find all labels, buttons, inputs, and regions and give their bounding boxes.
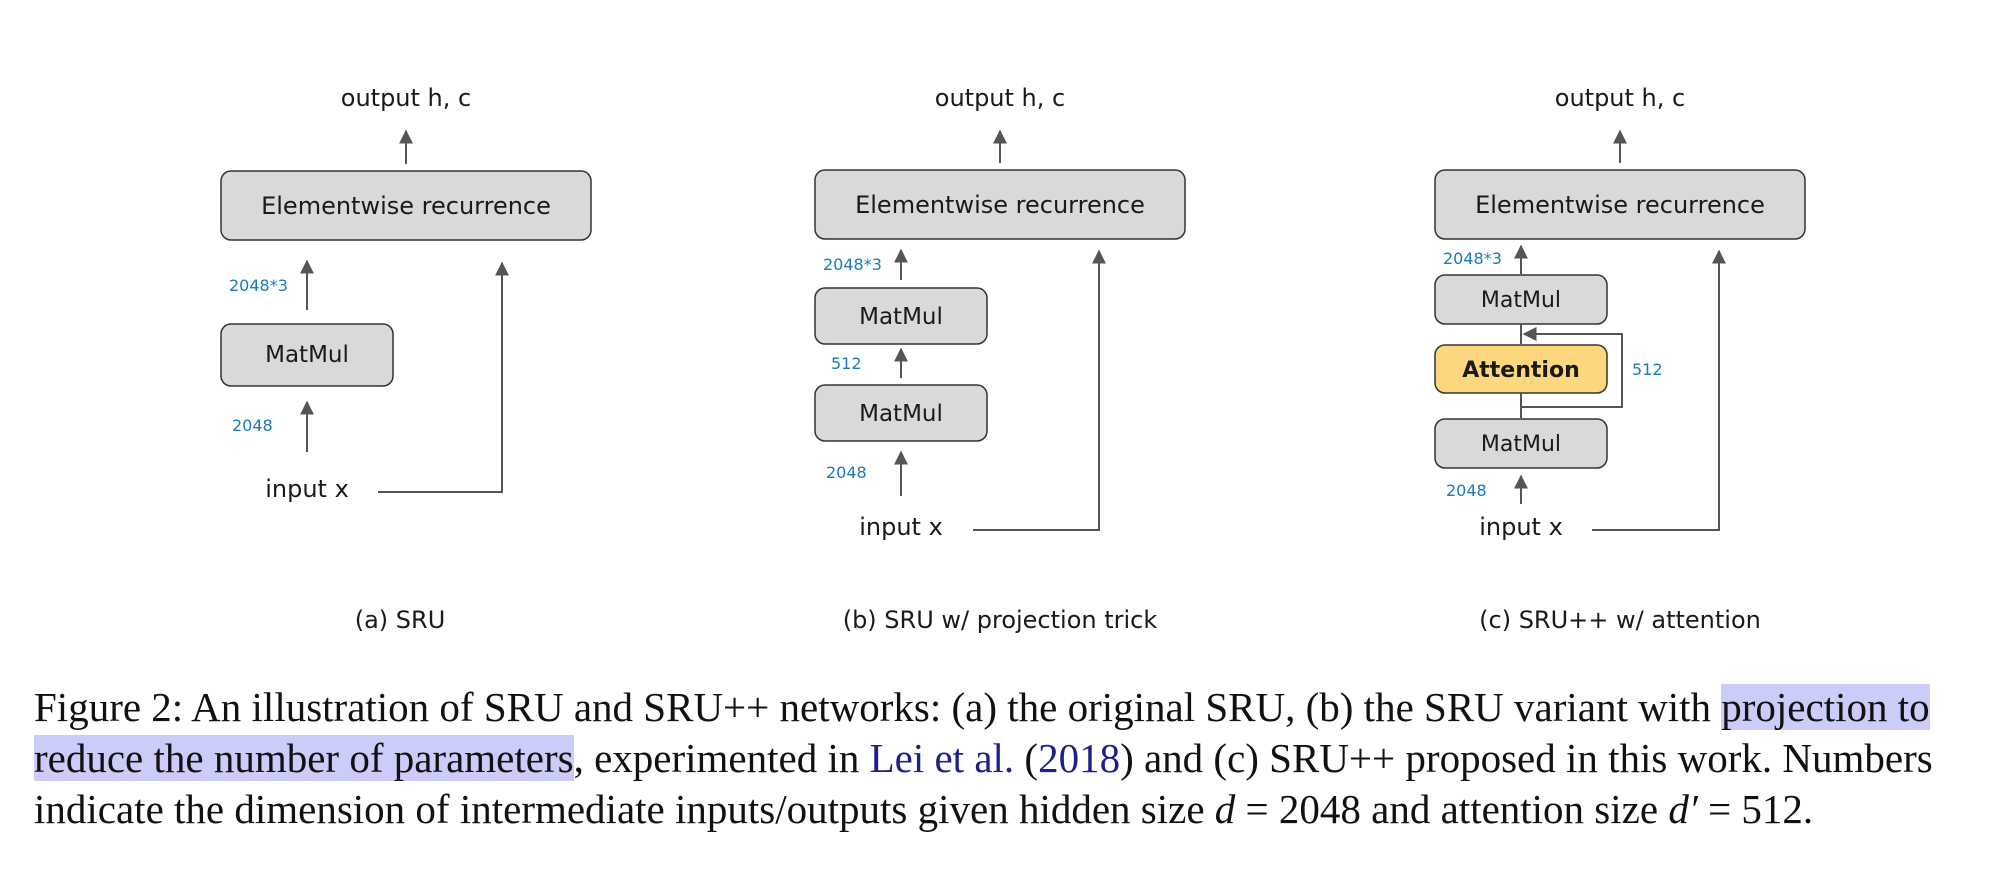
panel-c-matmul-bottom-box bbox=[1434, 418, 1608, 469]
panel-b-recurrence-label: Elementwise recurrence bbox=[855, 191, 1145, 219]
figure-diagram: output h, c Elementwise recurrence 2048*… bbox=[220, 84, 1806, 634]
math-d-symbol: d bbox=[1214, 786, 1236, 832]
panel-a: output h, c Elementwise recurrence 2048*… bbox=[220, 84, 592, 634]
panel-b-matmul-top-label: MatMul bbox=[859, 304, 943, 330]
panel-c-label: (c) SRU++ w/ attention bbox=[1479, 606, 1761, 634]
panel-c-output: output h, c bbox=[1555, 84, 1685, 112]
panel-c-residual-loop bbox=[1521, 327, 1623, 408]
panel-c-skip-connection bbox=[1592, 249, 1726, 531]
panel-a-matmul-box bbox=[220, 323, 394, 387]
panel-b-output: output h, c bbox=[935, 84, 1065, 112]
panel-b: output h, c Elementwise recurrence 2048*… bbox=[814, 84, 1186, 634]
panel-a-output: output h, c bbox=[341, 84, 471, 112]
math-d-value: = 2048 and attention size bbox=[1235, 786, 1669, 832]
panel-a-matmul-label: MatMul bbox=[265, 342, 349, 368]
panel-b-matmul-bottom-label: MatMul bbox=[859, 401, 943, 427]
caption-text-2: and (c) SRU++ proposed in this work. Num… bbox=[34, 735, 1933, 832]
caption-cite-close: ) bbox=[1120, 735, 1134, 781]
figure-caption: Figure 2: An illustration of SRU and SRU… bbox=[34, 682, 1994, 835]
panel-a-dim-top: 2048*3 bbox=[229, 276, 288, 295]
math-dprime-symbol: d′ bbox=[1668, 786, 1698, 832]
panel-c-dim-bottom: 2048 bbox=[1446, 481, 1487, 500]
panel-a-recurrence-box bbox=[220, 170, 592, 241]
panel-c-recurrence-label: Elementwise recurrence bbox=[1475, 191, 1765, 219]
panel-b-matmul-bottom-box bbox=[814, 384, 988, 442]
panel-b-dim-bottom: 2048 bbox=[826, 463, 867, 482]
caption-cite-open: ( bbox=[1014, 735, 1039, 781]
citation-link-year[interactable]: 2018 bbox=[1038, 735, 1121, 781]
panel-c-matmul-top-label: MatMul bbox=[1481, 288, 1561, 313]
panel-b-label: (b) SRU w/ projection trick bbox=[843, 606, 1158, 634]
panel-a-input: input x bbox=[265, 475, 349, 503]
panel-a-dim-bottom: 2048 bbox=[232, 416, 273, 435]
caption-lead: Figure 2: An illustration of SRU and SRU… bbox=[34, 684, 1722, 730]
panel-b-dim-top: 2048*3 bbox=[823, 255, 882, 274]
panel-b-input: input x bbox=[859, 513, 943, 541]
panel-b-skip-connection bbox=[973, 249, 1106, 531]
panel-c-dim-top: 2048*3 bbox=[1443, 249, 1502, 268]
panel-a-label: (a) SRU bbox=[355, 606, 446, 634]
citation-link-authors[interactable]: Lei et al. bbox=[869, 735, 1015, 781]
caption-text-1: , experimented in bbox=[573, 735, 870, 781]
panel-c: output h, c Elementwise recurrence 2048*… bbox=[1434, 84, 1806, 634]
panel-a-recurrence-label: Elementwise recurrence bbox=[261, 192, 551, 220]
panel-a-skip-connection bbox=[378, 261, 509, 493]
panel-b-matmul-top-box bbox=[814, 287, 988, 345]
panel-b-recurrence-box bbox=[814, 169, 1186, 240]
panel-c-recurrence-box bbox=[1434, 169, 1806, 240]
math-dprime-value: = 512. bbox=[1697, 786, 1814, 832]
panel-c-attention-label: Attention bbox=[1462, 358, 1579, 383]
panel-c-dim-mid: 512 bbox=[1632, 360, 1663, 379]
panel-c-matmul-bottom-label: MatMul bbox=[1481, 432, 1561, 457]
panel-b-dim-mid: 512 bbox=[831, 354, 862, 373]
panel-c-input: input x bbox=[1479, 513, 1563, 541]
